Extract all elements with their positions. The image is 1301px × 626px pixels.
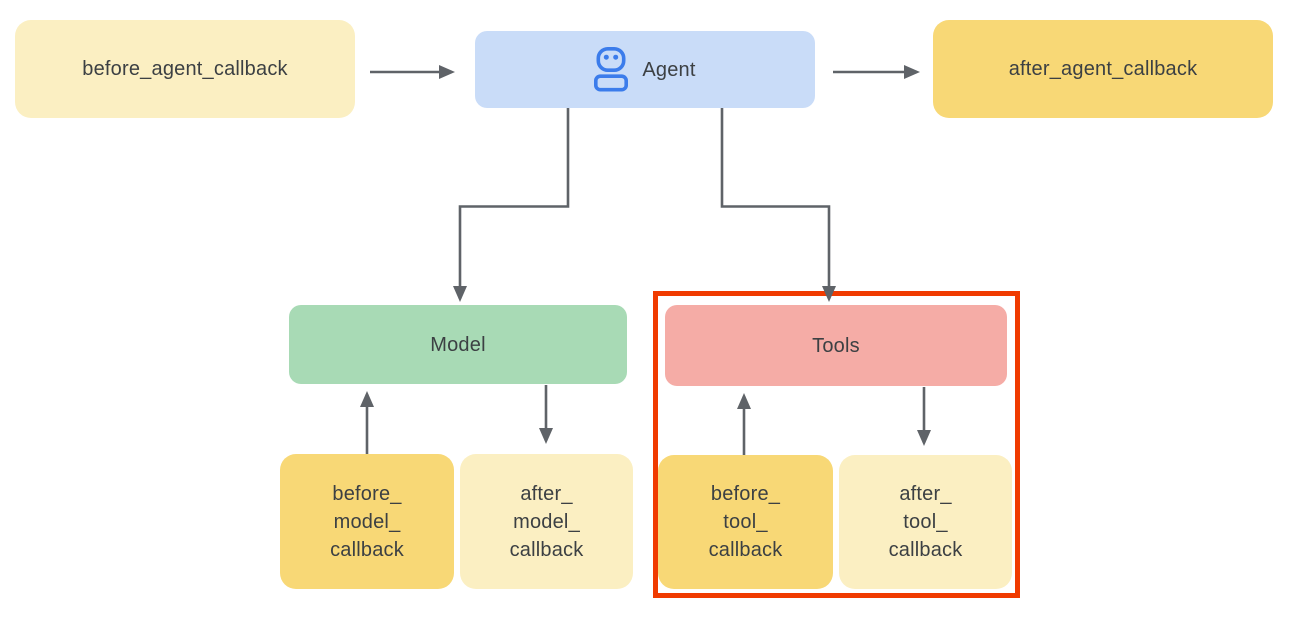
node-agent: Agent: [475, 31, 815, 108]
node-after-agent-callback: after_agent_callback: [933, 20, 1273, 118]
node-label: after_agent_callback: [1008, 58, 1198, 80]
node-label: before_ model_ callback: [330, 482, 404, 561]
node-after-model-callback: after_ model_ callback: [460, 454, 633, 589]
node-after-tool-callback: after_ tool_ callback: [839, 455, 1012, 589]
node-label: before_ tool_ callback: [708, 483, 783, 561]
node-label: before_agent_callback: [82, 58, 288, 80]
node-before-agent-callback: before_agent_callback: [15, 20, 355, 118]
node-before-model-callback: before_ model_ callback: [280, 454, 454, 589]
node-before-tool-callback: before_ tool_ callback: [658, 455, 833, 589]
node-label: after_ model_ callback: [509, 482, 584, 561]
tools-highlight-frame: [653, 291, 1020, 598]
node-label: Agent: [642, 58, 696, 81]
node-label: Tools: [812, 334, 860, 357]
robot-icon: [594, 47, 629, 92]
node-model: Model: [289, 305, 627, 384]
edge-agent-to-tools: [720, 108, 836, 302]
edge-agent-to-model: [453, 108, 570, 302]
node-tools: Tools: [665, 305, 1007, 386]
node-label: Model: [430, 333, 486, 356]
node-label: after_ tool_ callback: [888, 483, 963, 561]
